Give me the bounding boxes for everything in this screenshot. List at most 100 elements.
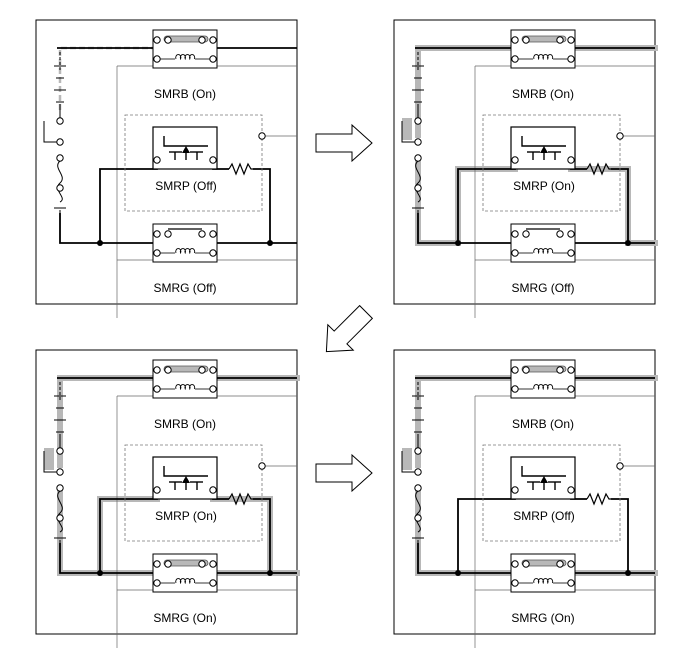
battery-terminal [414, 447, 422, 455]
relay-terminal [153, 36, 161, 44]
arrow-right-top [315, 124, 373, 162]
smrp-relay [510, 126, 576, 170]
relay-terminal [567, 230, 575, 238]
junction-dot [267, 570, 273, 576]
closed-contact [521, 35, 567, 43]
smrp-label: SMRP (On) [513, 179, 575, 193]
smrg-label: SMRG (On) [153, 611, 216, 625]
coil-terminal [567, 55, 575, 63]
fuse-terminal [56, 484, 64, 492]
smrb-label: SMRB (On) [512, 87, 574, 101]
coil-terminal [153, 385, 161, 393]
relay-terminal [164, 230, 172, 238]
fet-arrow-head [540, 146, 548, 153]
battery-terminal [414, 117, 422, 125]
coil-terminal [511, 385, 519, 393]
smrp-terminal [209, 156, 217, 164]
smrp-terminal [511, 486, 519, 494]
relay-coil [175, 248, 196, 255]
relay-terminal [153, 560, 161, 568]
smrp-terminal [153, 486, 161, 494]
relay-terminal [209, 560, 217, 568]
relay-terminal [198, 230, 206, 238]
fuse-terminal-lower [56, 184, 64, 192]
smrb-relay [510, 359, 576, 399]
relay-terminal [567, 366, 575, 374]
relay-terminal [522, 366, 530, 374]
relay-terminal [556, 230, 564, 238]
smrb-label: SMRB (On) [512, 417, 574, 431]
ecu-dashed-box [482, 444, 621, 542]
precharge-resistor [586, 492, 611, 506]
service-plug-terminal [414, 138, 422, 146]
coil-terminal [511, 579, 519, 587]
fet-arrow-head [182, 476, 190, 483]
bottom-negative-wire [417, 543, 515, 574]
coil-terminal [567, 385, 575, 393]
smrp-terminal [567, 486, 575, 494]
arrow-diagonal-down-left [313, 298, 380, 365]
circuit-panel-p3: SMRB (On)SMRP (On)SMRG (On) [35, 349, 300, 648]
service-plug-terminal [414, 468, 422, 476]
arrow-right-bottom [315, 454, 373, 492]
relay-terminal [198, 366, 206, 374]
junction-dot [455, 240, 461, 246]
smrp-relay [510, 456, 576, 500]
service-plug-bracket [401, 121, 418, 143]
relay-terminal [556, 560, 564, 568]
relay-terminal [556, 366, 564, 374]
smrp-label: SMRP (Off) [155, 179, 217, 193]
relay-terminal [511, 560, 519, 568]
service-plug-bracket [401, 451, 418, 473]
relay-terminal [164, 366, 172, 374]
ecu-terminal [258, 132, 266, 140]
fuse-element [415, 160, 421, 203]
junction-dot [625, 570, 631, 576]
relay-coil [175, 578, 196, 585]
circuit-panel-p1: SMRB (On)SMRP (Off)SMRG (Off) [35, 19, 298, 318]
ecu-terminal [258, 462, 266, 470]
smrp-gate-line [163, 136, 208, 147]
coil-terminal [153, 55, 161, 63]
relay-terminal [209, 366, 217, 374]
relay-terminal [153, 230, 161, 238]
fuse-terminal [414, 484, 422, 492]
fuse-element [57, 160, 63, 203]
coil-terminal [209, 579, 217, 587]
relay-coil [175, 384, 196, 391]
smrg-label: SMRG (Off) [511, 281, 574, 295]
smrg-relay [152, 223, 218, 263]
smrg-relay [510, 223, 576, 263]
fuse-terminal-lower [56, 514, 64, 522]
relay-terminal [522, 36, 530, 44]
ecu-terminal [616, 132, 624, 140]
bottom-negative-wire [59, 543, 157, 574]
fuse-terminal-lower [414, 514, 422, 522]
battery-terminal [56, 447, 64, 455]
smrp-right-wire [253, 498, 271, 573]
smrp-gate-line [521, 136, 566, 147]
junction-dot [267, 240, 273, 246]
smrp-label: SMRP (Off) [513, 509, 575, 523]
smrg-relay [152, 553, 218, 593]
smrg-relay [510, 553, 576, 593]
junction-dot [97, 570, 103, 576]
battery-terminal [56, 117, 64, 125]
relay-terminal [164, 560, 172, 568]
relay-coil [175, 54, 196, 61]
relay-coil [533, 248, 554, 255]
relay-coil [533, 384, 554, 391]
relay-terminal [556, 36, 564, 44]
closed-contact [521, 365, 567, 373]
precharge-resistor [228, 162, 253, 176]
battery-highlight [402, 448, 412, 470]
battery-highlight [402, 118, 412, 140]
fet-arrow-head [540, 476, 548, 483]
coil-terminal [153, 579, 161, 587]
coil-terminal [511, 249, 519, 257]
smrb-label: SMRB (On) [154, 417, 216, 431]
smrp-right-wire [611, 168, 629, 243]
closed-contact [163, 559, 209, 567]
relay-box [152, 223, 218, 263]
closed-contact [521, 559, 567, 567]
